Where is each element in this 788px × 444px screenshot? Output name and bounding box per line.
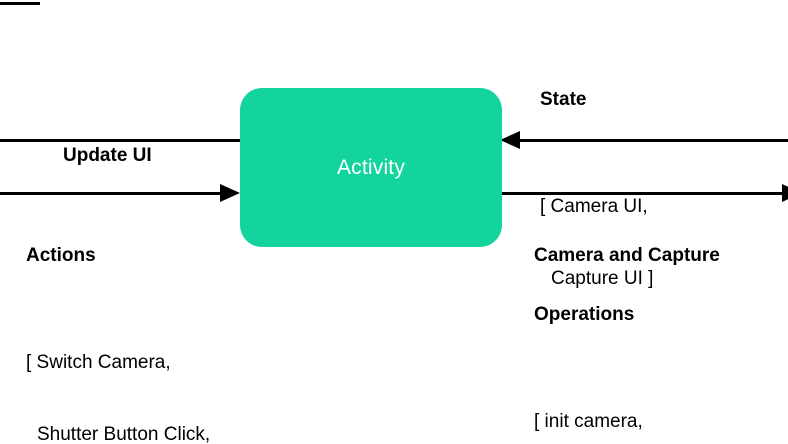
camera-operations-item: [ init camera, xyxy=(534,411,643,433)
state-item: [ Camera UI, xyxy=(540,196,648,218)
camera-operations-arrowhead-icon xyxy=(782,184,788,202)
actions-label-group: Actions [ Switch Camera, Shutter Button … xyxy=(26,208,257,444)
state-title: State xyxy=(540,89,587,110)
state-arrowhead-icon xyxy=(500,131,520,149)
camera-operations-item-list: [ init camera, start preview, stop previ… xyxy=(534,362,720,444)
top-edge-stub-line xyxy=(0,2,40,5)
actions-item: Shutter Button Click, xyxy=(37,423,211,444)
actions-item: [ Switch Camera, xyxy=(26,352,171,374)
actions-title: Actions xyxy=(26,245,96,266)
state-edge-line xyxy=(518,139,788,142)
state-item: Capture UI ] xyxy=(551,267,654,289)
camera-operations-label-group: Camera and Capture Operations [ init cam… xyxy=(534,208,720,444)
actions-arrowhead-icon xyxy=(220,184,240,202)
camera-operations-title-line-1: Camera and Capture xyxy=(534,245,720,266)
actions-edge-line xyxy=(0,192,222,195)
state-label-group: State [ Camera UI, Capture UI ] xyxy=(540,52,653,375)
actions-item-list: [ Switch Camera, Shutter Button Click, C… xyxy=(26,303,257,444)
update-ui-title: Update UI xyxy=(63,145,152,166)
update-ui-label-group: Update UI xyxy=(63,108,152,203)
camera-operations-title-line-2: Operations xyxy=(534,304,635,326)
activity-node[interactable]: Activity xyxy=(240,88,502,247)
activity-node-label: Activity xyxy=(336,156,406,179)
camera-operations-edge-line xyxy=(502,192,784,195)
state-item-list: [ Camera UI, Capture UI ] xyxy=(540,147,653,339)
update-ui-edge-line xyxy=(0,139,240,142)
